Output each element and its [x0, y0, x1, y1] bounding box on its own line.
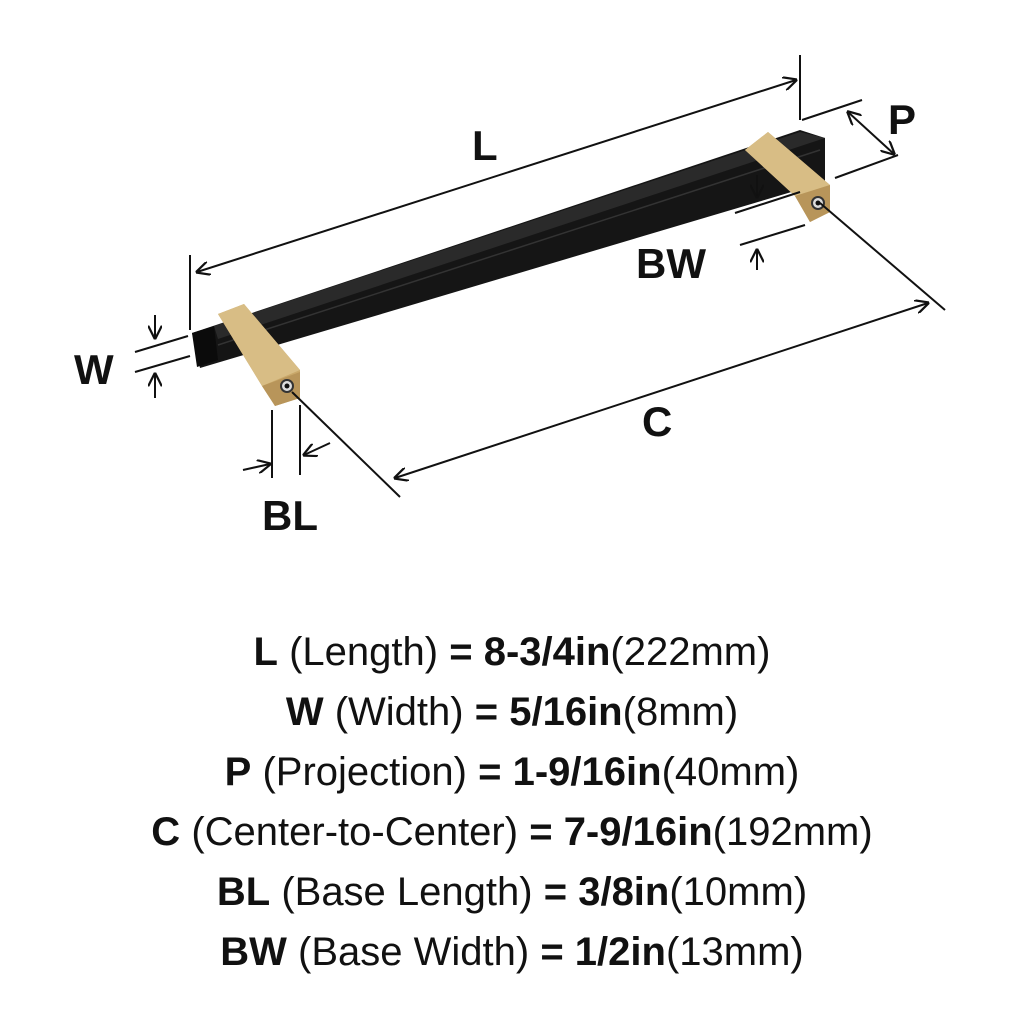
pull-dimension-diagram: L P BW W BL C — [74, 55, 946, 539]
bar-pull — [192, 130, 825, 368]
spec-imperial: 8-3/4in — [483, 630, 611, 674]
label-l: L — [472, 122, 498, 169]
spec-metric: (10mm) — [669, 870, 808, 914]
spec-name: (Base Length) — [281, 870, 533, 914]
spec-imperial: 1-9/16in — [512, 750, 662, 794]
label-bw: BW — [636, 240, 706, 287]
spec-imperial: 1/2in — [574, 930, 666, 974]
left-base-bracket — [218, 304, 300, 406]
label-w: W — [74, 346, 114, 393]
spec-projection: P (Projection) = 1-9/16in(40mm) — [0, 742, 1024, 802]
spec-center-to-center: C (Center-to-Center) = 7-9/16in(192mm) — [0, 802, 1024, 862]
spec-eq: = — [543, 870, 568, 914]
spec-metric: (40mm) — [661, 750, 800, 794]
spec-length: L (Length) = 8-3/4in(222mm) — [0, 622, 1024, 682]
spec-metric: (13mm) — [665, 930, 804, 974]
spec-eq: = — [474, 690, 499, 734]
spec-eq: = — [449, 630, 473, 674]
spec-name: (Width) — [334, 690, 464, 734]
spec-imperial: 3/8in — [578, 870, 670, 914]
spec-eq: = — [540, 930, 564, 974]
spec-metric: (222mm) — [610, 630, 771, 674]
dimension-lines — [134, 55, 946, 498]
spec-key: W — [285, 690, 324, 734]
spec-name: (Center-to-Center) — [191, 810, 519, 854]
spec-metric: (8mm) — [622, 690, 739, 734]
label-c: C — [642, 398, 672, 445]
spec-key: L — [253, 630, 278, 674]
spec-name: (Base Width) — [298, 930, 530, 974]
label-p: P — [888, 96, 916, 143]
spec-key: BL — [216, 870, 271, 914]
spec-key: C — [151, 810, 181, 854]
spec-key: P — [224, 750, 252, 794]
spec-name: (Length) — [289, 630, 439, 674]
label-bl: BL — [262, 492, 318, 539]
spec-base-length: BL (Base Length) = 3/8in(10mm) — [0, 862, 1024, 922]
specifications-list: L (Length) = 8-3/4in(222mm) W (Width) = … — [0, 622, 1024, 982]
spec-name: (Projection) — [262, 750, 467, 794]
spec-metric: (192mm) — [712, 810, 873, 854]
spec-eq: = — [478, 750, 502, 794]
spec-key: BW — [220, 930, 287, 974]
spec-base-width: BW (Base Width) = 1/2in(13mm) — [0, 922, 1024, 982]
spec-eq: = — [529, 810, 553, 854]
spec-imperial: 7-9/16in — [563, 810, 713, 854]
spec-width: W (Width) = 5/16in(8mm) — [0, 682, 1024, 742]
spec-imperial: 5/16in — [509, 690, 623, 734]
